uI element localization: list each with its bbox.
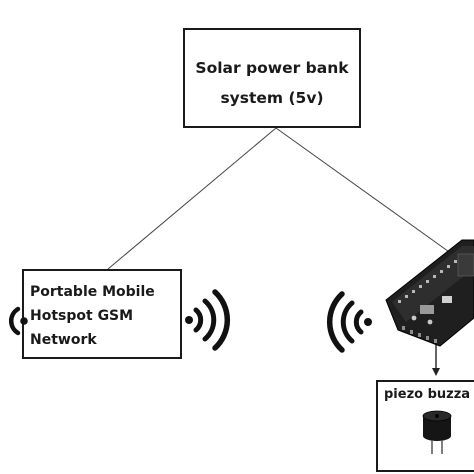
- buzzer-box-label: piezo buzza: [384, 387, 471, 402]
- solar-box-line-1: Solar power bank: [195, 59, 349, 77]
- hotspot-box-line-3: Network: [30, 332, 97, 348]
- piezo-buzzer-box: piezo buzza: [376, 380, 474, 472]
- hotspot-box-line-1: Portable Mobile: [30, 284, 155, 300]
- hotspot-box-line-2: Hotspot GSM: [30, 308, 134, 324]
- connector-solar-to-hotspot: [107, 127, 277, 270]
- hotspot-gsm-box: Portable Mobile Hotspot GSM Network: [22, 269, 182, 359]
- solar-box-line-2: system (5v): [220, 89, 324, 107]
- connector-solar-to-board: [275, 127, 453, 255]
- solar-power-bank-box: Solar power bank system (5v): [183, 28, 361, 128]
- arrow-head: [432, 368, 440, 376]
